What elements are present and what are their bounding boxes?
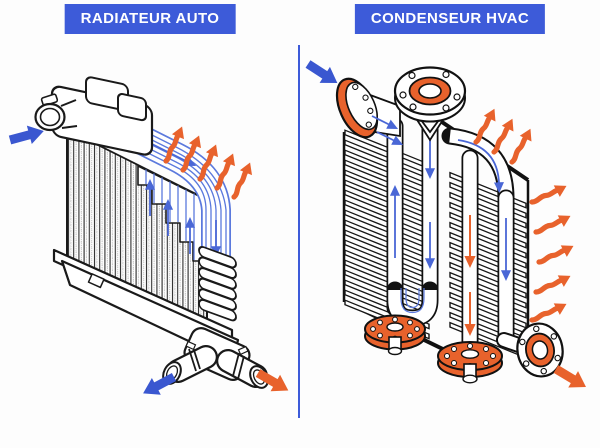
heat-arrow [230, 160, 256, 200]
heat-arrow [537, 240, 577, 269]
condenser-title-badge: CONDENSEUR HVAC [354, 4, 546, 34]
bottom-center-flange [437, 341, 503, 384]
condenser-title: CONDENSEUR HVAC [370, 10, 530, 27]
top-left-flange [335, 77, 404, 146]
radiator-title: RADIATEUR AUTO [80, 10, 220, 27]
heat-arrow [508, 126, 536, 166]
radiator-top-tank [34, 76, 154, 156]
radiator-title-badge: RADIATEUR AUTO [64, 4, 236, 34]
top-u-bend [441, 127, 515, 207]
coolant-tube-bundle [131, 124, 231, 257]
condenser-illustration [302, 56, 591, 396]
heat-arrow [530, 180, 570, 209]
heat-arrow [534, 210, 574, 239]
bottom-left-flange [364, 314, 426, 356]
refrigerant-inlet-arrow [302, 56, 343, 92]
condenser-fins-right [449, 171, 527, 359]
heat-arrow [534, 270, 574, 299]
heat-arrow [490, 116, 518, 156]
bolt-holes [519, 325, 561, 375]
panel-condenseur-hvac: CONDENSEUR HVAC [300, 0, 600, 448]
radiator-illustration [7, 76, 294, 402]
panel-divider [297, 45, 300, 418]
panel-radiateur-auto: RADIATEUR AUTO [7, 4, 294, 402]
inlet-flow-arrows [371, 115, 404, 146]
coolant-up-arrows [144, 179, 196, 254]
top-center-flange [393, 66, 467, 142]
bolt-holes [399, 70, 461, 112]
bolt-holes [352, 83, 374, 128]
fin-stack [198, 245, 237, 322]
side-outlet-flange [496, 322, 564, 378]
radiator-core-cutaway [137, 165, 208, 262]
condenser-heat-arrows-side [530, 180, 577, 327]
